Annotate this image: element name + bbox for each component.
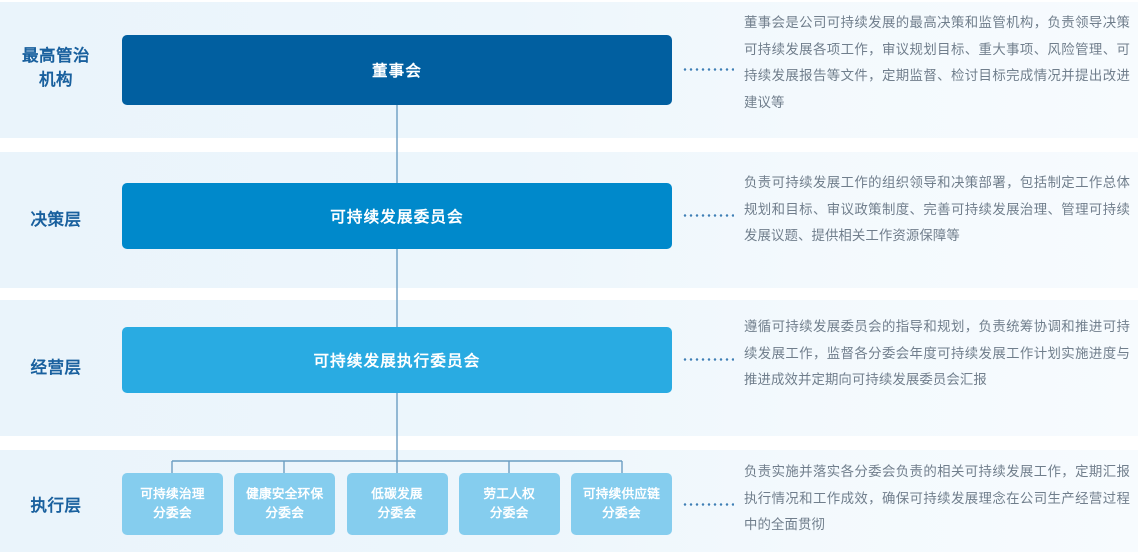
sub-node-sustainable-supply-chain[interactable]: 可持续供应链 分委会 <box>571 473 672 535</box>
layer-label-line-1: 最高管治 <box>22 47 90 65</box>
sub-node-line-1: 低碳发展 <box>371 487 423 501</box>
node-board-of-directors[interactable]: 董事会 <box>122 35 672 105</box>
sub-committee-row: 可持续治理 分委会 健康安全环保 分委会 低碳发展 分委会 劳工人权 分委会 可… <box>122 473 672 535</box>
dotted-leader-row-1 <box>682 68 734 71</box>
description-top-governance: 董事会是公司可持续发展的最高决策和监管机构，负责领导决策可持续发展各项工作，审议… <box>744 15 1130 110</box>
sub-node-line-1: 劳工人权 <box>483 487 536 501</box>
sub-node-labor-human-rights[interactable]: 劳工人权 分委会 <box>458 473 560 535</box>
description-decision: 负责可持续发展工作的组织领导和决策部署，包括制定工作总体规划和目标、审议政策制度… <box>744 175 1130 243</box>
sub-node-line-2: 分委会 <box>602 506 641 520</box>
sub-node-sustainable-governance[interactable]: 可持续治理 分委会 <box>122 473 223 535</box>
sub-node-line-1: 可持续供应链 <box>582 487 661 501</box>
layer-label-management: 经营层 <box>30 359 82 377</box>
node-sustainability-committee[interactable]: 可持续发展委员会 <box>122 183 672 249</box>
sub-node-line-2: 分委会 <box>489 506 529 520</box>
layer-label-execution: 执行层 <box>30 497 82 515</box>
description-execution: 负责实施并落实各分委会负责的相关可持续发展工作，定期汇报执行情况和工作成效，确保… <box>744 464 1130 532</box>
sub-node-line-1: 可持续治理 <box>140 487 205 501</box>
sub-node-health-safety-environment[interactable]: 健康安全环保 分委会 <box>234 473 336 535</box>
sub-node-low-carbon-development[interactable]: 低碳发展 分委会 <box>346 473 448 535</box>
description-management: 遵循可持续发展委员会的指导和规划，负责统筹协调和推进可持续发展工作，监督各分委会… <box>744 319 1130 387</box>
sub-node-line-2: 分委会 <box>265 506 305 520</box>
sub-node-line-2: 分委会 <box>377 506 417 520</box>
sub-node-line-1: 健康安全环保 <box>246 487 324 501</box>
dotted-leader-row-3 <box>682 358 734 361</box>
layer-label-line-2: 机构 <box>39 71 73 89</box>
dotted-leader-row-2 <box>682 214 734 217</box>
sub-node-line-2: 分委会 <box>153 506 192 520</box>
node-sustainability-executive-committee[interactable]: 可持续发展执行委员会 <box>122 327 672 393</box>
dotted-leader-row-4 <box>682 503 734 506</box>
layer-label-decision: 决策层 <box>30 211 82 229</box>
layer-label-top-governance: 最高管治 机构 <box>0 44 112 92</box>
